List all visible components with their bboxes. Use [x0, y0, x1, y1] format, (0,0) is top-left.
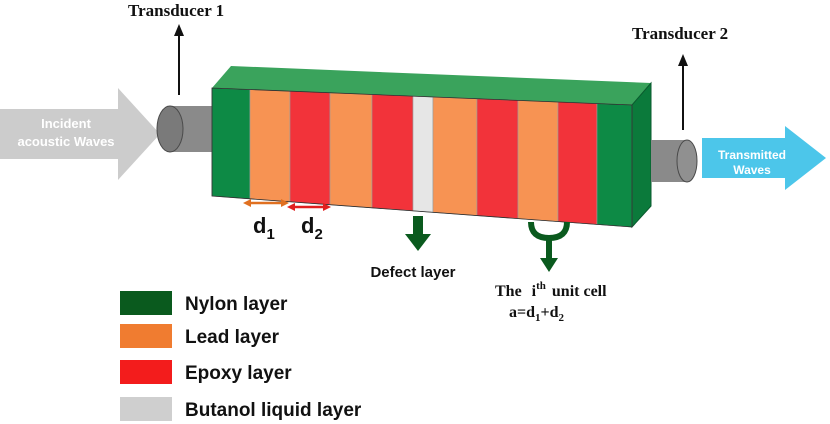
layer-nylon [211, 87, 251, 200]
legend-label-butanol: Butanol liquid layer [185, 400, 362, 421]
defect-layer-pointer: Defect layer [370, 216, 456, 281]
transducer-2-face [676, 139, 698, 183]
layer-epoxy [557, 101, 598, 225]
unit-cell-formula: a=d1+d2 [509, 304, 565, 324]
legend-swatch-epoxy [120, 360, 172, 384]
bar-outline [211, 87, 633, 228]
transducer-2-label: Transducer 2 [632, 24, 728, 43]
legend-label-nylon: Nylon layer [185, 294, 288, 315]
d2-label: d2 [301, 213, 323, 243]
unit-cell-arrow-shaft [546, 238, 552, 260]
unit-cell-arrowhead [540, 258, 558, 272]
layer-stack [211, 87, 633, 228]
transducer-1-face [156, 105, 184, 153]
legend: Nylon layer Lead layer Epoxy layer Butan… [120, 291, 362, 421]
d1-label: d1 [253, 213, 275, 243]
layered-structure [211, 66, 652, 229]
d1-arrowhead-left [243, 199, 251, 207]
transducer-2: Transducer 2 [632, 24, 728, 183]
legend-swatch-butanol [120, 397, 172, 421]
layer-lead [432, 96, 478, 216]
layer-lead [249, 89, 291, 203]
incident-arrow-shape [0, 88, 160, 180]
d2-arrowhead-right [323, 203, 331, 211]
legend-swatch-lead [120, 324, 172, 348]
transducer-1-arrowhead [174, 24, 184, 36]
layer-butanol [412, 95, 434, 213]
defect-arrowhead [405, 234, 431, 251]
transducer-1-label: Transducer 1 [128, 1, 224, 20]
incident-label-line1: Incident [41, 116, 92, 131]
unit-cell-bracket [528, 221, 570, 242]
layer-epoxy [289, 90, 331, 206]
layer-epoxy [476, 98, 519, 219]
layer-lead [517, 100, 559, 222]
bar-top-face [212, 66, 651, 105]
transducer-1: Transducer 1 [128, 1, 224, 153]
layer-nylon [596, 103, 633, 228]
incident-waves-arrow: Incident acoustic Waves [0, 88, 160, 180]
transducer-2-arrowhead [678, 54, 688, 66]
d2-dimension: d2 [287, 203, 331, 243]
d1-dimension: d1 [243, 199, 289, 243]
transmitted-arrow-shape [702, 126, 826, 190]
d1-arrowhead-right [281, 199, 289, 207]
legend-label-lead: Lead layer [185, 327, 280, 348]
bar-right-face [631, 81, 652, 229]
transmitted-label-line1: Transmitted [718, 148, 786, 162]
transmitted-waves-arrow: Transmitted Waves [702, 126, 826, 190]
layer-lead [329, 92, 373, 209]
transmitted-label-line2: Waves [733, 163, 771, 177]
defect-layer-label: Defect layer [370, 264, 455, 281]
layer-epoxy [371, 94, 414, 212]
incident-label-line2: acoustic Waves [17, 134, 114, 149]
legend-label-epoxy: Epoxy layer [185, 363, 292, 384]
d2-arrowhead-left [287, 203, 295, 211]
legend-swatch-nylon [120, 291, 172, 315]
defect-arrow-shaft [413, 216, 423, 236]
